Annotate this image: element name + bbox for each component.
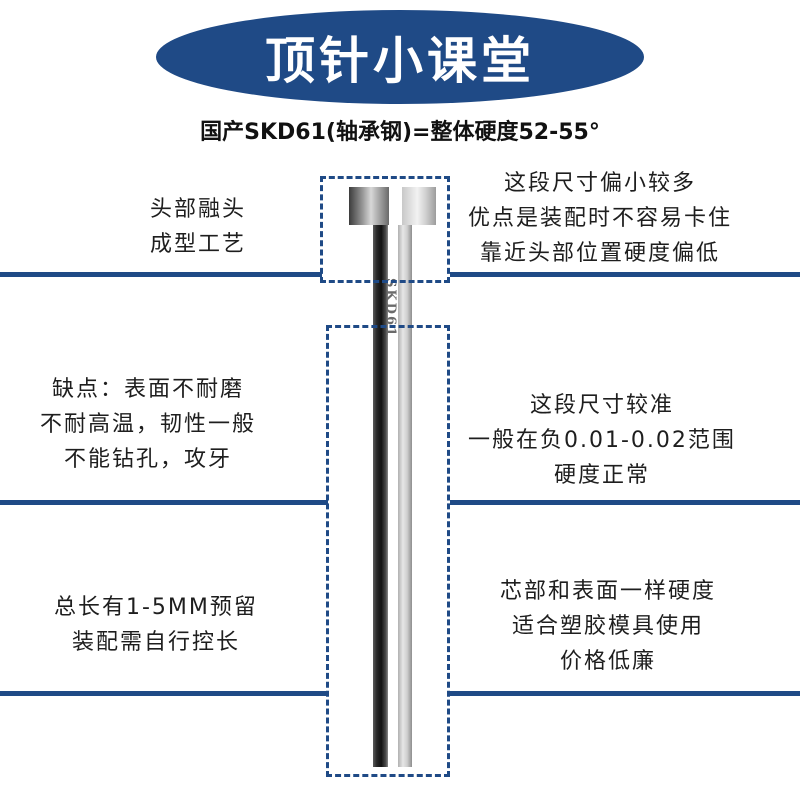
note-line: 成型工艺: [150, 232, 247, 257]
page-subtitle: 国产SKD61(轴承钢)=整体硬度52-55°: [200, 120, 600, 145]
pin-mark-text: SKD61: [383, 278, 398, 339]
note-line: 装配需自行控长: [71, 630, 240, 655]
divider-line-left-1: [0, 272, 322, 277]
note-line: 这段尺寸偏小较多: [504, 171, 697, 196]
note-line: 适合塑胶模具使用: [512, 614, 705, 639]
note-line: 一般在负0.01-0.02范围: [468, 428, 736, 453]
pin-stem-light: [398, 225, 412, 767]
pin-head-light: [402, 187, 436, 225]
note-line: 这段尺寸较准: [529, 393, 674, 418]
note-head-process: 头部融头 成型工艺: [150, 192, 246, 262]
note-line: 不能钻孔，攻牙: [64, 447, 233, 472]
pin-head-dark: [349, 187, 389, 225]
note-stem-section: 这段尺寸较准 一般在负0.01-0.02范围 硬度正常: [468, 388, 736, 493]
note-line: 优点是装配时不容易卡住: [468, 206, 733, 231]
note-line: 硬度正常: [553, 463, 650, 488]
note-disadvantages: 缺点：表面不耐磨 不耐高温，韧性一般 不能钻孔，攻牙: [40, 372, 256, 477]
note-line: 芯部和表面一样硬度: [500, 579, 717, 604]
note-hardness: 芯部和表面一样硬度 适合塑胶模具使用 价格低廉: [500, 574, 716, 679]
stem-highlight-box: [326, 325, 450, 777]
divider-line-right-1: [450, 272, 800, 277]
note-line: 不耐高温，韧性一般: [40, 412, 257, 437]
title-banner: [156, 10, 644, 104]
note-length-allowance: 总长有1-5MM预留 装配需自行控长: [54, 590, 258, 660]
page-title: 顶针小课堂: [265, 32, 535, 90]
divider-line-right-2: [450, 500, 800, 505]
divider-line-right-3: [450, 691, 800, 696]
note-line: 总长有1-5MM预留: [54, 595, 258, 620]
divider-line-left-2: [0, 500, 328, 505]
note-line: 头部融头: [150, 197, 247, 222]
head-highlight-box: [320, 176, 450, 283]
note-head-section: 这段尺寸偏小较多 优点是装配时不容易卡住 靠近头部位置硬度偏低: [468, 166, 732, 271]
divider-line-left-3: [0, 691, 328, 696]
note-line: 靠近头部位置硬度偏低: [480, 241, 721, 266]
note-line: 缺点：表面不耐磨: [52, 377, 245, 402]
note-line: 价格低廉: [560, 649, 657, 674]
pin-stem-dark: [373, 225, 388, 767]
